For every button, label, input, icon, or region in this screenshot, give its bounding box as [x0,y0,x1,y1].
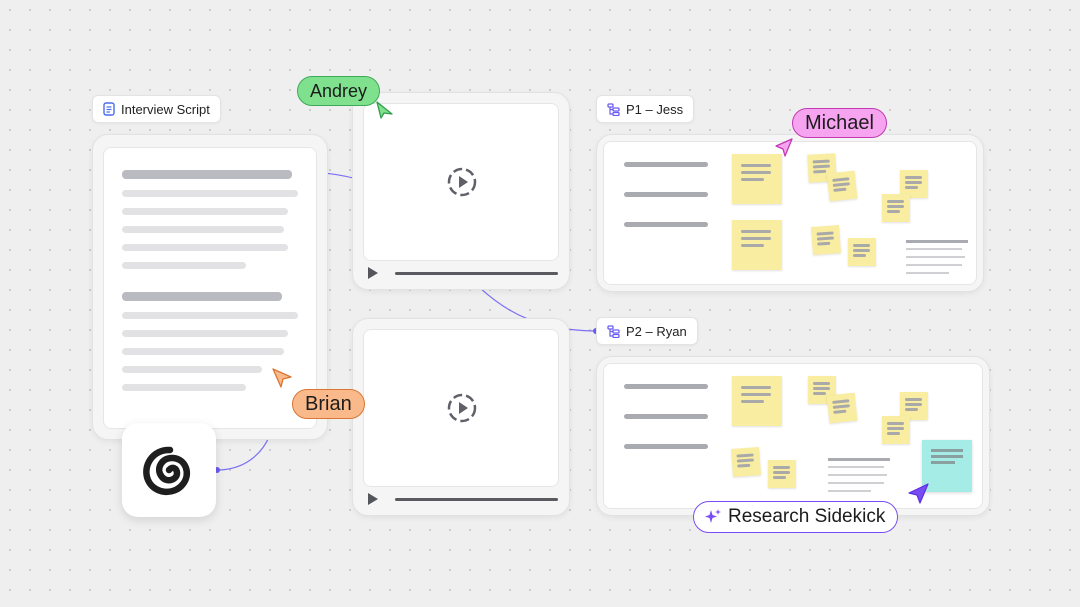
interview-script-card[interactable] [92,134,328,440]
p1-board-inner [603,141,977,285]
p2-board[interactable] [596,356,990,516]
sticky-note[interactable] [826,392,858,424]
video-card-1[interactable] [352,92,570,290]
interview-script-label: Interview Script [121,101,210,117]
p1-tag[interactable]: P1 – Jess [596,95,695,123]
sticky-note[interactable] [732,376,782,426]
flow-icon [607,324,620,338]
video-progress-2[interactable] [395,498,558,501]
brian-cursor-icon [272,368,292,388]
sticky-note[interactable] [731,447,761,477]
sticky-note[interactable] [811,225,841,255]
p2-tag[interactable]: P2 – Ryan [596,317,698,345]
video-progress-1[interactable] [395,272,558,275]
p1-board[interactable] [596,134,984,292]
app-logo-tile[interactable] [122,423,216,517]
play-icon[interactable] [368,493,378,505]
andrey-cursor-label: Andrey [297,76,381,106]
play-circle-icon[interactable] [446,166,478,198]
play-circle-icon[interactable] [446,392,478,424]
sticky-note[interactable] [768,460,796,488]
video-frame-2 [363,329,559,487]
sticky-note[interactable] [882,194,910,222]
p2-label: P2 – Ryan [626,323,687,339]
sticky-note[interactable] [882,416,910,444]
text-block [906,240,968,274]
text-block [828,458,890,492]
michael-cursor-icon [775,138,793,157]
sticky-note[interactable] [900,170,928,198]
sparkle-icon [705,509,721,523]
play-icon[interactable] [368,267,378,279]
flow-icon [607,102,620,116]
michael-cursor-label: Michael [792,108,887,138]
spiral-logo-icon [143,446,191,495]
andrey-cursor-icon [376,101,393,119]
sidekick-cursor-icon [908,483,929,504]
document-icon [103,102,115,116]
video-card-2[interactable] [352,318,570,516]
p1-label: P1 – Jess [626,101,684,117]
sticky-note[interactable] [848,238,876,266]
video-frame-1 [363,103,559,261]
interview-script-tag[interactable]: Interview Script [92,95,221,123]
research-sidekick-label[interactable]: Research Sidekick [693,501,899,533]
sticky-note[interactable] [826,170,858,202]
brian-cursor-label: Brian [292,389,365,419]
sticky-note[interactable] [732,220,782,270]
selected-sticky-note[interactable] [922,440,972,492]
sticky-note[interactable] [732,154,782,204]
sticky-note[interactable] [900,392,928,420]
